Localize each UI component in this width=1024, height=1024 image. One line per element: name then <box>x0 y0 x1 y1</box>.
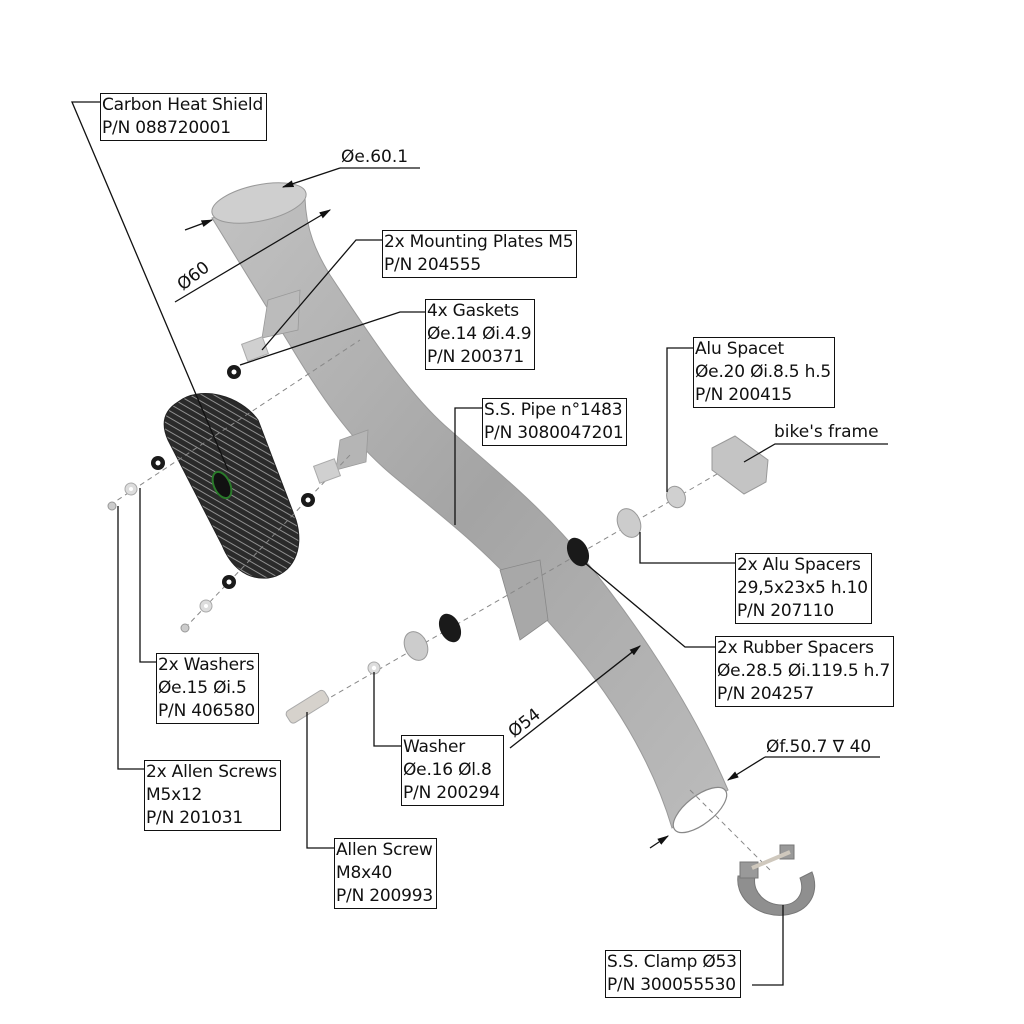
callout-rubber-spacers: 2x Rubber Spacers Øe.28.5 Øi.119.5 h.7 P… <box>715 636 895 707</box>
bracket <box>499 559 549 641</box>
callout-line: P/N 200371 <box>427 347 524 367</box>
callout-line: P/N 406580 <box>158 701 255 721</box>
callout-line: P/N 200993 <box>336 886 433 906</box>
dim-outlet: Øf.50.7 ∇ 40 <box>766 737 872 757</box>
callout-alu-spacers: 2x Alu Spacers 29,5x23x5 h.10 P/N 207110 <box>735 553 872 624</box>
callout-washer: Washer Øe.16 Øl.8 P/N 200294 <box>401 735 504 806</box>
callout-line: M8x40 <box>336 863 393 883</box>
callout-line: Allen Screw <box>336 840 433 860</box>
pipe-inlet <box>211 182 307 224</box>
callout-line: P/N 204555 <box>384 255 481 275</box>
upper-hardware <box>107 336 270 511</box>
ss-pipe <box>211 182 729 834</box>
mounting-tab-lower <box>335 429 369 471</box>
logo-emblem <box>211 470 233 500</box>
callout-line: Øe.28.5 Øi.119.5 h.7 <box>717 661 891 681</box>
callout-line: 4x Gaskets <box>427 301 519 321</box>
callout-mounting-plates: 2x Mounting Plates M5 P/N 204555 <box>382 230 578 278</box>
callout-line: S.S. Pipe n°1483 <box>484 400 623 420</box>
leader-lines <box>71 101 888 986</box>
callout-line: 2x Rubber Spacers <box>717 638 874 658</box>
callout-line: P/N 3080047201 <box>484 423 624 443</box>
callout-washers: 2x Washers Øe.15 Øi.5 P/N 406580 <box>156 653 259 724</box>
callout-line: P/N 200415 <box>695 385 792 405</box>
callout-line: P/N 201031 <box>146 808 243 828</box>
callout-alu-spacer: Alu Spacet Øe.20 Øi.8.5 h.5 P/N 200415 <box>693 337 836 408</box>
callout-line: 2x Mounting Plates M5 <box>384 232 574 252</box>
callout-gaskets: 4x Gaskets Øe.14 Øi.4.9 P/N 200371 <box>425 299 536 370</box>
callout-ss-pipe: S.S. Pipe n°1483 P/N 3080047201 <box>482 398 628 446</box>
callout-line: S.S. Clamp Ø53 <box>607 952 737 972</box>
callout-line: 29,5x23x5 h.10 <box>737 578 868 598</box>
bikes-frame-block <box>711 435 769 495</box>
callout-line: Øe.16 Øl.8 <box>403 760 492 780</box>
callout-line: 2x Washers <box>158 655 255 675</box>
callout-allen-screws: 2x Allen Screws M5x12 P/N 201031 <box>144 760 281 831</box>
lower-hardware <box>180 458 342 633</box>
callout-line: P/N 300055530 <box>607 975 736 995</box>
allen-screw-m8 <box>285 689 330 724</box>
callout-line: 2x Alu Spacers <box>737 555 861 575</box>
callout-line: Øe.20 Øi.8.5 h.5 <box>695 362 832 382</box>
callout-line: M5x12 <box>146 785 203 805</box>
callout-carbon-heat-shield: Carbon Heat Shield P/N 088720001 <box>100 93 268 141</box>
callout-line: Øe.15 Øi.5 <box>158 678 247 698</box>
callout-line: Washer <box>403 737 466 757</box>
callout-ss-clamp: S.S. Clamp Ø53 P/N 300055530 <box>605 950 741 998</box>
callout-allen-screw: Allen Screw M8x40 P/N 200993 <box>334 838 437 909</box>
dimension-lines <box>174 167 880 849</box>
callout-line: P/N 088720001 <box>102 118 231 138</box>
callout-line: Øe.14 Øi.4.9 <box>427 324 532 344</box>
pipe-outlet <box>672 786 728 834</box>
callout-line: Alu Spacet <box>695 339 785 359</box>
mounting-tab-upper <box>261 289 301 339</box>
ss-clamp <box>737 844 816 916</box>
callout-bikes-frame: bike's frame <box>774 422 879 442</box>
callout-line: P/N 207110 <box>737 601 834 621</box>
callout-line: P/N 200294 <box>403 783 500 803</box>
spacer-stack <box>285 435 769 724</box>
callout-line: P/N 204257 <box>717 684 814 704</box>
callout-line: Carbon Heat Shield <box>102 95 264 115</box>
dim-outer-top: Øe.60.1 <box>341 147 409 167</box>
callout-line: 2x Allen Screws <box>146 762 277 782</box>
